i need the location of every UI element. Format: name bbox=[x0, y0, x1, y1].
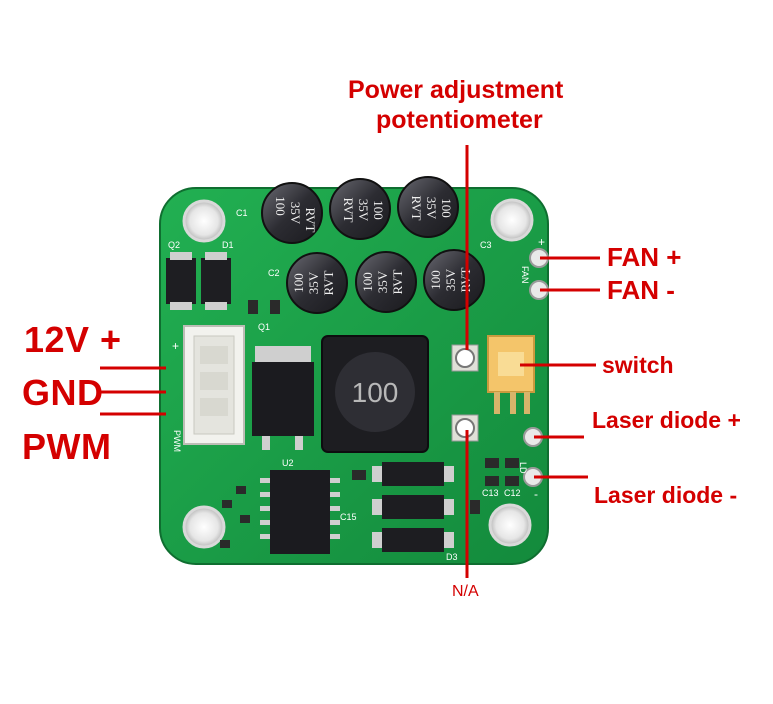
cap2-text-b: 35V bbox=[356, 199, 371, 222]
silk-c15: C15 bbox=[340, 512, 357, 522]
silk-c13: C13 bbox=[482, 488, 499, 498]
switch-connector bbox=[487, 335, 535, 414]
label-laser-diode-plus: Laser diode + bbox=[592, 407, 741, 433]
cap4-text-b: 35V bbox=[306, 271, 321, 294]
silk-plus-fan: + bbox=[538, 235, 545, 249]
capacitor-1 bbox=[261, 182, 323, 244]
cap3-text-a: 100 bbox=[439, 198, 454, 218]
cap6-text-b: 35V bbox=[443, 268, 458, 291]
inductor-text: 100 bbox=[352, 377, 399, 408]
silk-minus-ld: - bbox=[534, 487, 538, 501]
cap4-text-a: 100 bbox=[291, 273, 306, 293]
label-12v-plus: 12V + bbox=[24, 319, 122, 360]
label-fan-minus: FAN - bbox=[607, 275, 675, 305]
silk-pwm: PWM bbox=[172, 430, 182, 452]
label-gnd: GND bbox=[22, 372, 104, 413]
smd-diodes bbox=[372, 462, 454, 552]
capacitor-4 bbox=[286, 252, 348, 314]
label-na: N/A bbox=[452, 583, 479, 600]
callout-lines bbox=[100, 145, 600, 578]
capacitor-5 bbox=[355, 251, 417, 313]
ic-u2 bbox=[260, 470, 340, 554]
silk-c1: C1 bbox=[236, 208, 248, 218]
inductor: 100 bbox=[321, 335, 429, 453]
capacitor-2 bbox=[329, 178, 391, 240]
label-power-adjustment-line2: potentiometer bbox=[376, 106, 543, 134]
solder-pads bbox=[523, 248, 549, 487]
smd-passives bbox=[220, 300, 519, 548]
silk-q1: Q1 bbox=[258, 322, 270, 332]
input-connector bbox=[183, 325, 245, 445]
cap4-text-c: RVT bbox=[321, 270, 336, 295]
silk-ld: LD bbox=[518, 462, 528, 474]
capacitor-3 bbox=[397, 176, 459, 238]
na-potentiometer bbox=[455, 418, 475, 438]
smd-transistors-top-left bbox=[166, 252, 231, 310]
cap1-text-c: RVT bbox=[303, 208, 318, 233]
capacitor-6 bbox=[423, 249, 485, 311]
silk-c2: C2 bbox=[268, 268, 280, 278]
label-laser-diode-minus: Laser diode - bbox=[594, 482, 738, 508]
silk-fan: FAN bbox=[520, 266, 530, 284]
cap6-text-a: 100 bbox=[428, 270, 443, 290]
label-fan-plus: FAN + bbox=[607, 242, 682, 272]
cap2-text-c: RVT bbox=[341, 198, 356, 223]
cap5-text-a: 100 bbox=[360, 272, 375, 292]
cap2-text-a: 100 bbox=[371, 200, 386, 220]
potentiometers bbox=[451, 344, 479, 442]
label-switch: switch bbox=[602, 352, 674, 378]
cap1-text-a: 100 bbox=[273, 196, 288, 216]
silk-d3: D3 bbox=[446, 552, 458, 562]
silk-u2: U2 bbox=[282, 458, 294, 468]
cap3-text-b: 35V bbox=[424, 197, 439, 220]
silk-plus-in: + bbox=[172, 339, 179, 353]
cap1-text-b: 35V bbox=[288, 202, 303, 225]
cap5-text-b: 35V bbox=[375, 270, 390, 293]
label-power-adjustment-line1: Power adjustment bbox=[348, 76, 564, 104]
silk-q2: Q2 bbox=[168, 240, 180, 250]
electrolytic-capacitors: 100 35V RVT 100 35V RVT 100 35V RVT 100 … bbox=[261, 176, 485, 314]
silk-c3: C3 bbox=[480, 240, 492, 250]
power-potentiometer bbox=[455, 348, 475, 368]
mounting-holes bbox=[182, 198, 534, 549]
silk-d1: D1 bbox=[222, 240, 234, 250]
label-pwm: PWM bbox=[22, 426, 112, 467]
cap5-text-c: RVT bbox=[390, 269, 405, 294]
cap3-text-c: RVT bbox=[409, 196, 424, 221]
silk-c12: C12 bbox=[504, 488, 521, 498]
mosfet-q1 bbox=[252, 346, 314, 450]
